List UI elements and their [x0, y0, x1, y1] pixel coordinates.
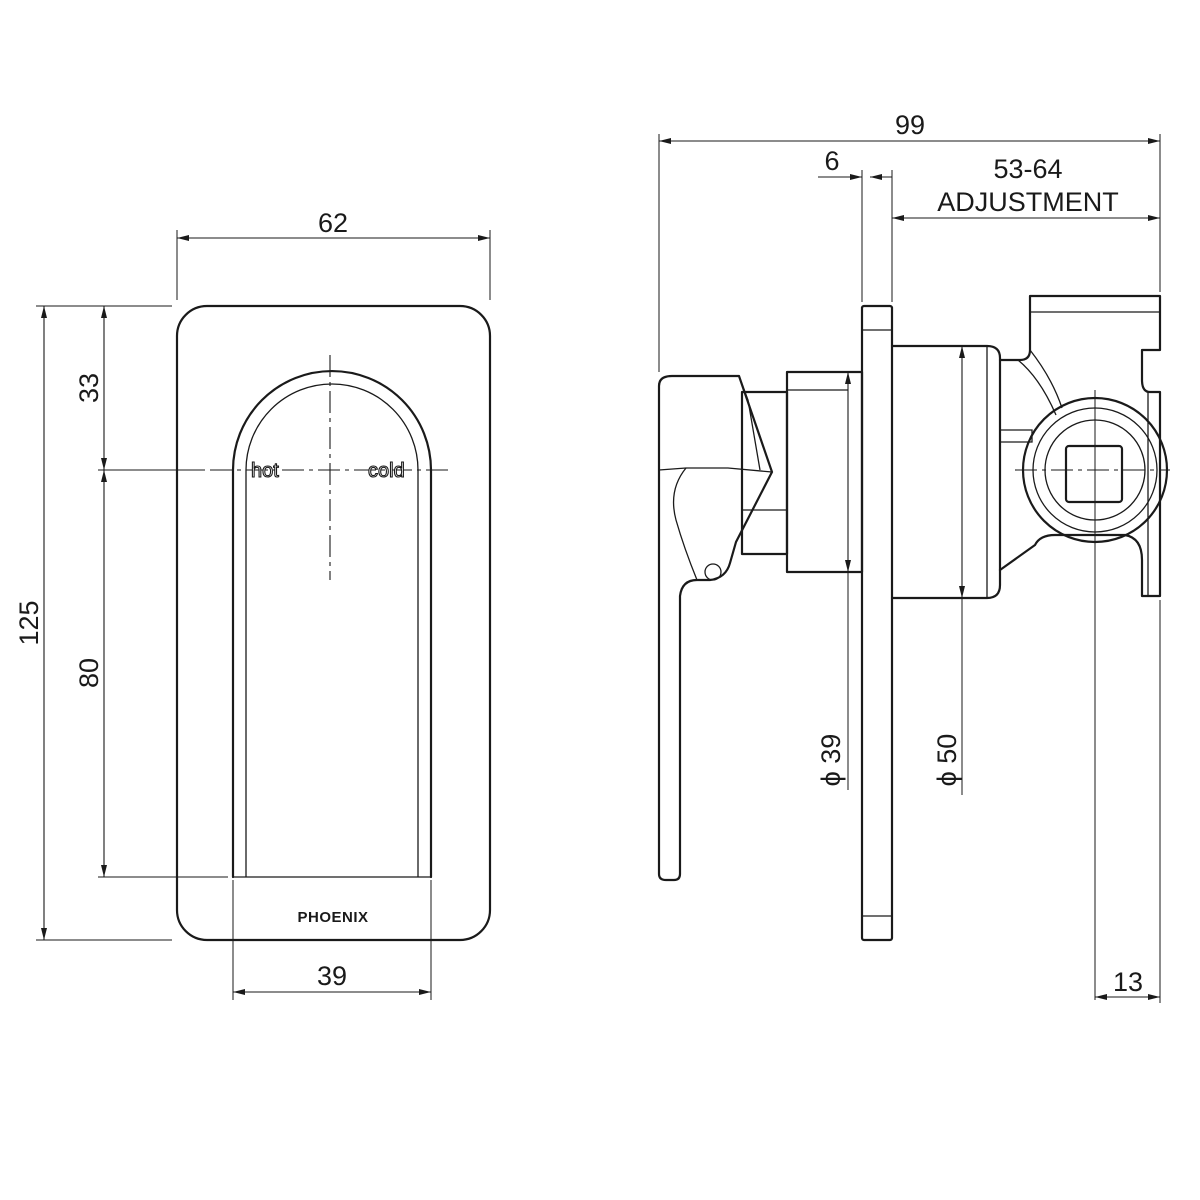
mixer-housing [998, 294, 1162, 598]
housing-arm [1017, 359, 1057, 416]
dim-dia50-label: ϕ 50 [932, 734, 962, 787]
dim-bottom-label: 39 [317, 961, 347, 991]
dim-height-label: 125 [14, 600, 44, 645]
dim-dia39-label: ϕ 39 [816, 734, 846, 787]
handle-outline [231, 369, 433, 879]
brand-logo-text: PHOENIX [297, 909, 368, 926]
lever-handle-detail [658, 467, 773, 473]
side-view: 99 6 53-64 ADJUSTMENT ϕ 39 ϕ 50 13 [657, 110, 1170, 1003]
side-cover-plate [860, 304, 894, 942]
housing-arm-2 [1029, 349, 1063, 409]
lever-handle-curve [672, 467, 698, 581]
dim-width-label: 62 [318, 208, 348, 238]
dim-plate-label: 6 [824, 146, 839, 176]
dim-offset-label: 13 [1113, 967, 1143, 997]
inlet-square-socket [1064, 444, 1124, 504]
valve-body [890, 344, 1002, 600]
front-view: hot cold PHOENIX 62 125 33 80 39 [14, 208, 492, 1000]
lever-screw [704, 563, 722, 581]
escutcheon-body [785, 370, 864, 574]
spindle [740, 390, 789, 556]
housing-bolt [1000, 429, 1033, 443]
lever-handle [657, 374, 774, 882]
label-hot: hot [251, 460, 279, 482]
dim-lower-label: 80 [74, 658, 104, 688]
dim-depth-label: 99 [895, 110, 925, 140]
dim-adjust-text-label: ADJUSTMENT [937, 187, 1119, 217]
dim-adjust-range-label: 53-64 [993, 154, 1062, 184]
label-cold: cold [368, 460, 405, 482]
lever-handle-detail-2 [738, 375, 761, 471]
dim-top-label: 33 [74, 373, 104, 403]
handle-inner-outline [245, 383, 419, 877]
cover-plate-outline [175, 304, 492, 942]
